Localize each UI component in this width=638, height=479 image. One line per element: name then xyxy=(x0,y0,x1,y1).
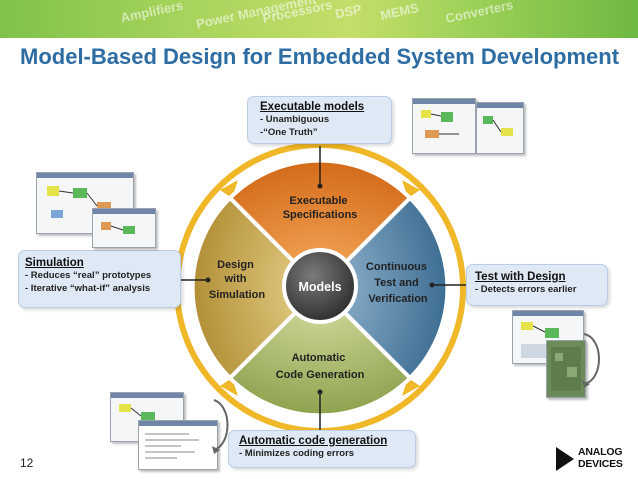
callout-simulation: Simulation - Reduces “real” prototypes -… xyxy=(18,250,181,308)
test-screenshot-thumbnail xyxy=(546,340,586,398)
loop-arrow-icon xyxy=(212,399,229,454)
quadrant-label: Automatic xyxy=(292,352,346,364)
logo-triangle-icon xyxy=(556,447,574,471)
callout-test-with-design: Test with Design - Detects errors earlie… xyxy=(466,264,608,306)
header-banner: Amplifiers Power Management Processors D… xyxy=(0,0,638,38)
callout-executable-models: Executable models - Unambiguous -“One Tr… xyxy=(247,96,392,144)
quadrant-label: Code Generation xyxy=(276,369,365,381)
connector-dot xyxy=(317,183,323,189)
callout-item: - Minimizes coding errors xyxy=(239,448,355,459)
quadrant-label: Continuous xyxy=(366,261,427,273)
callout-heading: Executable models xyxy=(260,101,365,113)
models-hub xyxy=(282,248,358,324)
loop-arrow-icon xyxy=(582,333,600,388)
quadrant-design-simulation xyxy=(190,195,323,381)
quadrant-label: Executable xyxy=(289,195,347,207)
quadrant-label: Specifications xyxy=(283,209,358,221)
page-title: Model-Based Design for Embedded System D… xyxy=(20,44,620,69)
model-screenshot-thumbnail xyxy=(412,98,476,154)
simulation-screenshot-thumbnail xyxy=(36,172,134,234)
connector-dot xyxy=(317,389,323,395)
models-label: Models xyxy=(298,280,341,294)
callout-heading: Automatic code generation xyxy=(239,435,388,447)
callout-item: - Reduces “real” prototypes xyxy=(25,270,152,281)
connector-dot xyxy=(429,282,435,288)
code-screenshot-thumbnail xyxy=(138,420,218,470)
callout-item: - Unambiguous xyxy=(260,114,330,125)
svg-text:Continuous Test and Ve: Continuous Test and Verification xyxy=(366,261,430,305)
quadrant-label: Simulation xyxy=(209,289,266,301)
callout-code-generation: Automatic code generation - Minimizes co… xyxy=(228,430,416,468)
quadrant-test-verification xyxy=(317,195,450,381)
svg-text:Executable Specifications: Executable Specifications xyxy=(283,195,358,221)
callout-item: -“One Truth” xyxy=(260,127,318,138)
callout-heading: Test with Design xyxy=(475,271,566,283)
quadrant-label: Test and xyxy=(374,277,418,289)
callout-heading: Simulation xyxy=(25,257,84,269)
quadrant-label: Design xyxy=(217,259,254,271)
svg-text:Automatic Code Generation: Automatic Code Generation xyxy=(276,352,365,381)
page-number: 12 xyxy=(20,456,34,470)
connector-dot xyxy=(205,277,211,283)
quadrant-label: with xyxy=(223,273,246,285)
analog-devices-logo: ANALOG DEVICES xyxy=(556,445,636,473)
logo-line: DEVICES xyxy=(578,458,623,470)
model-screenshot-thumbnail xyxy=(476,102,524,154)
logo-line: ANALOG xyxy=(578,446,623,458)
callout-item: - Detects errors earlier xyxy=(475,284,577,295)
simulation-screenshot-thumbnail xyxy=(92,208,156,248)
quadrant-label: Verification xyxy=(368,293,428,305)
svg-text:Design with Simulation: Design with Simulation xyxy=(209,259,266,301)
callout-item: - Iterative “what-if” analysis xyxy=(25,283,151,294)
